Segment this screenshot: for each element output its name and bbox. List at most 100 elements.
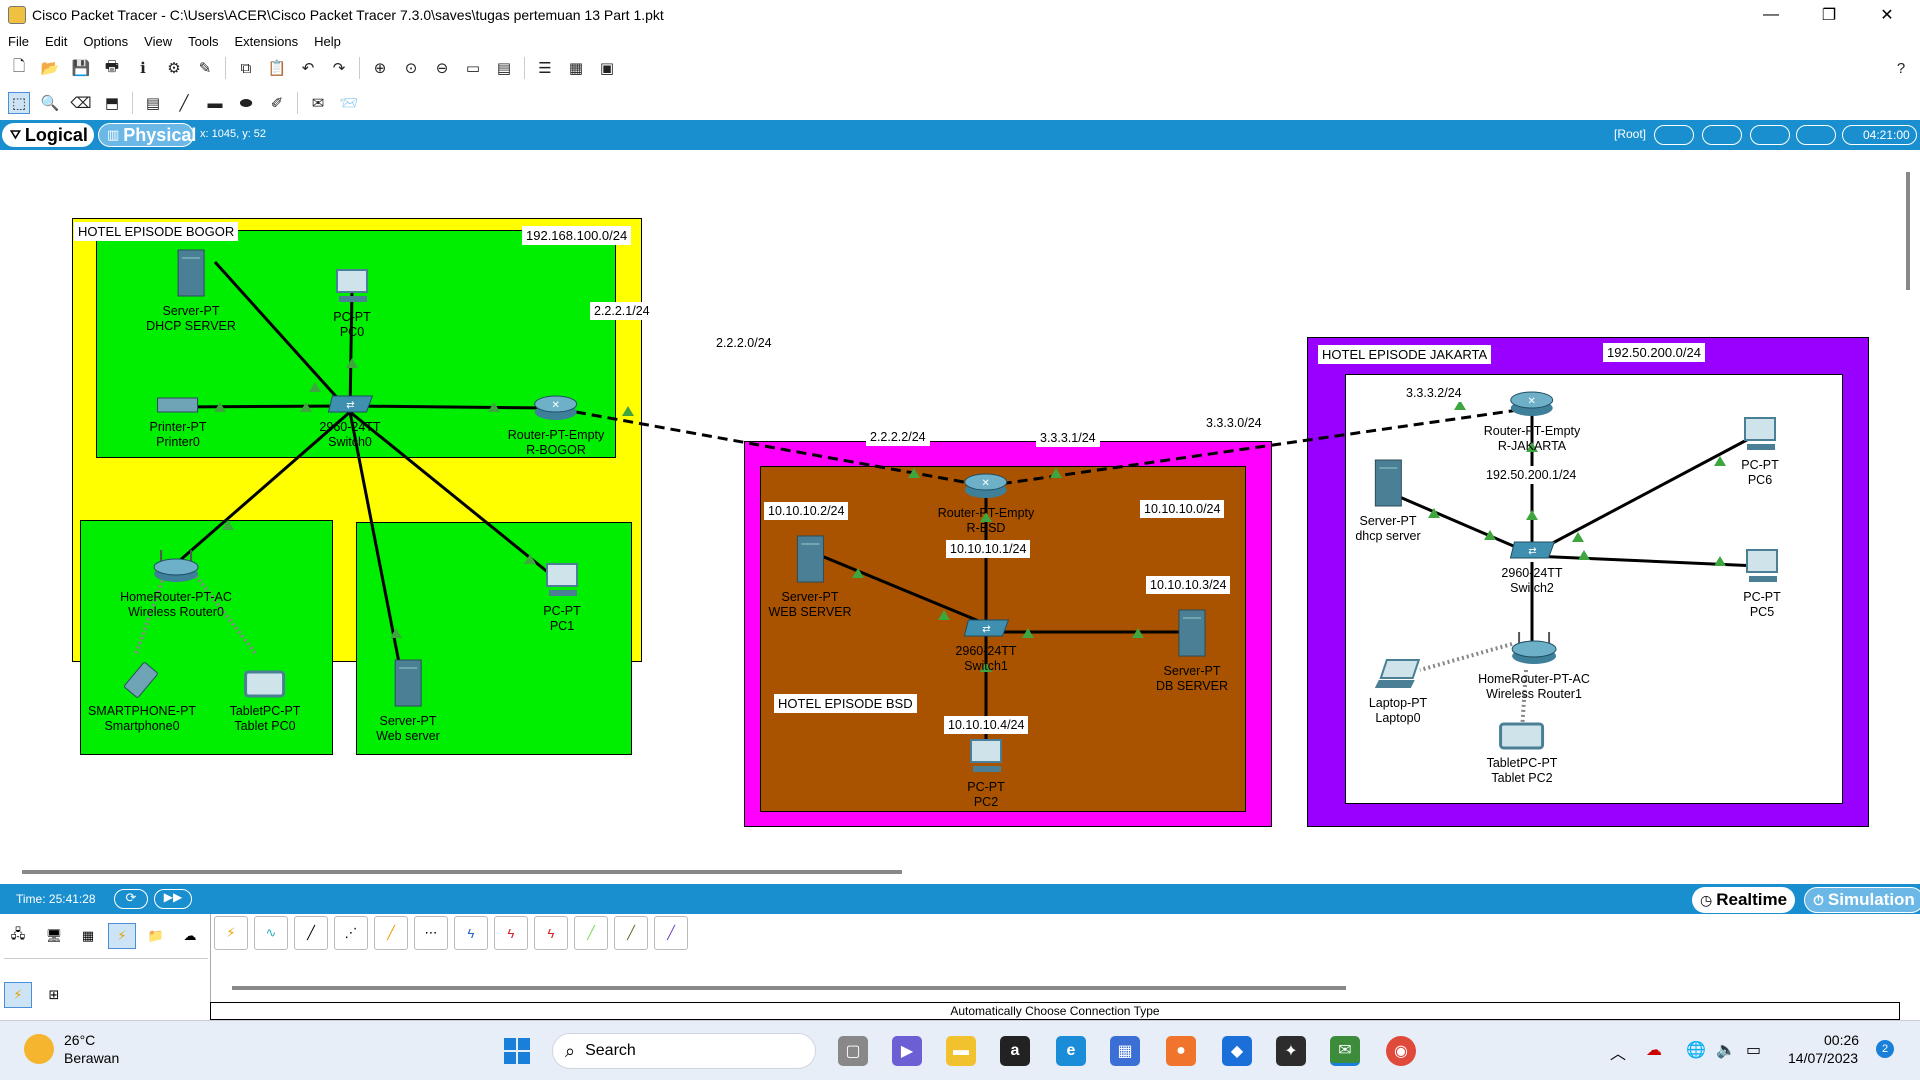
note-icon[interactable]: ▤ — [145, 95, 161, 112]
copper-cross-icon[interactable]: ⋰ — [334, 916, 368, 950]
horizontal-scrollbar[interactable] — [22, 870, 902, 874]
teams-icon[interactable]: ▶ — [892, 1036, 922, 1066]
iot-cable-icon[interactable]: ╱ — [614, 916, 648, 950]
maximize-button[interactable]: ❐ — [1821, 7, 1837, 24]
zoom-out-icon[interactable]: ⊖ — [435, 60, 449, 77]
end-devices-category-icon[interactable]: 🖥 — [45, 928, 63, 943]
simple-pdu-icon[interactable]: ✉ — [311, 95, 325, 112]
inspect-icon[interactable]: 🔍 — [40, 95, 60, 112]
device-db-server[interactable]: Server-PT DB SERVER — [1156, 608, 1228, 694]
device-r-bsd[interactable]: ✕ Router-PT-Empty R-BSD — [938, 472, 1034, 536]
open-file-icon[interactable]: 📂 — [40, 60, 60, 77]
complex-pdu-icon[interactable]: 📨 — [339, 95, 359, 112]
copy-icon[interactable]: ⧉ — [240, 59, 252, 77]
network-wizard-icon[interactable]: ⚙ — [167, 60, 181, 77]
power-cycle-button[interactable]: ⟳ — [114, 889, 148, 909]
device-list-scrollbar[interactable] — [232, 986, 1346, 990]
device-dhcp-server[interactable]: Server-PT DHCP SERVER — [146, 248, 236, 334]
serial-dce-icon[interactable]: ϟ — [494, 916, 528, 950]
resize-icon[interactable]: ⬒ — [104, 95, 120, 112]
print-icon[interactable]: 🖶 — [104, 57, 120, 75]
edge-icon[interactable]: e — [1056, 1036, 1086, 1066]
device-pc0[interactable]: PC-PT PC0 — [333, 268, 371, 340]
set-background-button[interactable] — [1796, 125, 1836, 145]
device-pc1[interactable]: PC-PT PC1 — [543, 562, 581, 634]
windows-start-icon[interactable] — [504, 1038, 530, 1064]
link-switch0-wr0[interactable] — [177, 410, 351, 564]
weather-desc[interactable]: Berawan — [64, 1050, 120, 1066]
redo-icon[interactable]: ↷ — [332, 60, 346, 77]
cluster-icon[interactable]: ▦ — [568, 60, 584, 77]
draw-line-icon[interactable]: ╱ — [179, 95, 189, 112]
device-laptop0[interactable]: Laptop-PT Laptop0 — [1369, 658, 1427, 726]
custom-device-icon[interactable]: ▤ — [496, 60, 512, 77]
logical-workspace[interactable]: HOTEL EPISODE BOGOR 192.168.100.0/24 HOT… — [0, 150, 1920, 884]
zoom-in-icon[interactable]: ⊕ — [373, 60, 387, 77]
save-icon[interactable]: 💾 — [71, 60, 91, 77]
misc-category-icon[interactable]: 📁 — [147, 928, 165, 943]
device-switch0[interactable]: ⇄ 2960-24TT Switch0 — [319, 394, 381, 450]
multiuser-category-icon[interactable]: ☁ — [183, 928, 197, 943]
file-explorer-icon[interactable]: ▬ — [946, 1036, 976, 1066]
link-switch0-pc1[interactable] — [349, 410, 561, 584]
taskbar-date[interactable]: 14/07/2023 — [1788, 1050, 1859, 1066]
back-button[interactable] — [1654, 125, 1694, 145]
taskbar-search-box[interactable]: ⌕ Search — [552, 1033, 816, 1069]
serial-dte-icon[interactable]: ϟ — [534, 916, 568, 950]
link-serial-bsd-jakarta[interactable] — [985, 406, 1533, 488]
device-switch2[interactable]: ⇄ 2960-24TT Switch2 — [1501, 540, 1563, 596]
amazon-icon[interactable]: a — [1000, 1036, 1030, 1066]
connections-subcategory-icon[interactable]: ⚡ — [4, 982, 32, 1008]
fiber-cable-icon[interactable]: ╱ — [374, 916, 408, 950]
show-hidden-icons-icon[interactable]: ︿ — [1610, 1046, 1627, 1063]
link-switch0-webserver[interactable] — [348, 411, 404, 679]
device-r-bogor[interactable]: ✕ Router-PT-Empty R-BOGOR — [508, 394, 604, 458]
network-devices-category-icon[interactable]: 🖧 — [10, 926, 26, 941]
menu-file[interactable]: File — [8, 33, 29, 49]
close-button[interactable]: ✕ — [1880, 7, 1894, 24]
viewport-clock[interactable]: 04:21:00 — [1842, 125, 1917, 145]
weather-icon[interactable] — [24, 1034, 54, 1064]
device-tablet0[interactable]: TabletPC-PT Tablet PC0 — [230, 670, 300, 734]
delete-icon[interactable]: ⌫ — [70, 95, 92, 112]
list-icon[interactable]: ☰ — [538, 60, 552, 77]
zoom-reset-icon[interactable]: ⊙ — [404, 60, 418, 77]
language-icon[interactable]: 🌐 — [1686, 1042, 1706, 1059]
connections-category-icon[interactable]: ⚡ — [108, 923, 136, 949]
dropbox-icon[interactable]: ◆ — [1222, 1036, 1252, 1066]
task-view-icon[interactable]: ▢ — [838, 1036, 868, 1066]
physical-tab[interactable]: ▥ Physical — [98, 123, 196, 147]
new-cluster-button[interactable] — [1702, 125, 1742, 145]
minimize-button[interactable]: — — [1763, 6, 1779, 23]
select-icon[interactable]: ⬚ — [8, 92, 30, 114]
grid-subcategory-icon[interactable]: ⊞ — [48, 987, 60, 1002]
device-smartphone0[interactable]: SMARTPHONE-PT Smartphone0 — [88, 662, 196, 734]
menu-extensions[interactable]: Extensions — [234, 33, 299, 49]
menu-edit[interactable]: Edit — [44, 33, 68, 49]
undo-icon[interactable]: ↶ — [301, 60, 315, 77]
paste-icon[interactable]: 📋 — [267, 60, 287, 77]
drawing-palette-icon[interactable]: ▭ — [465, 60, 481, 77]
menu-help[interactable]: Help — [314, 33, 341, 49]
copper-straight-icon[interactable]: ╱ — [294, 916, 328, 950]
link-webserver-switch1[interactable] — [811, 550, 987, 626]
info-icon[interactable]: ℹ — [140, 60, 146, 77]
fast-forward-button[interactable]: ▶▶ — [154, 889, 192, 909]
device-pc6[interactable]: PC-PT PC6 — [1741, 416, 1779, 488]
realtime-tab[interactable]: ◷ Realtime — [1692, 887, 1796, 913]
weather-temp[interactable]: 26°C — [64, 1032, 96, 1048]
device-wireless-router1[interactable]: HomeRouter-PT-AC Wireless Router1 — [1478, 630, 1590, 702]
vertical-scrollbar[interactable] — [1906, 172, 1910, 290]
store-icon[interactable]: ▦ — [1110, 1036, 1140, 1066]
link-switch2-pc6[interactable] — [1531, 432, 1759, 556]
device-r-jakarta[interactable]: ✕ Router-PT-Empty R-JAKARTA — [1484, 390, 1580, 454]
device-dhcp-server-jakarta[interactable]: Server-PT dhcp server — [1355, 458, 1421, 544]
octal-cable-icon[interactable]: ╱ — [574, 916, 608, 950]
device-pc2[interactable]: PC-PT PC2 — [967, 738, 1005, 810]
new-file-icon[interactable]: 🗋 — [12, 57, 26, 75]
link-dhcp-switch2[interactable] — [1387, 490, 1533, 556]
firefox-icon[interactable]: ● — [1166, 1036, 1196, 1066]
volume-icon[interactable]: 🔈 — [1716, 1042, 1736, 1059]
phone-cable-icon[interactable]: ⋯ — [414, 916, 448, 950]
link-switch0-rbogor[interactable] — [349, 404, 553, 410]
